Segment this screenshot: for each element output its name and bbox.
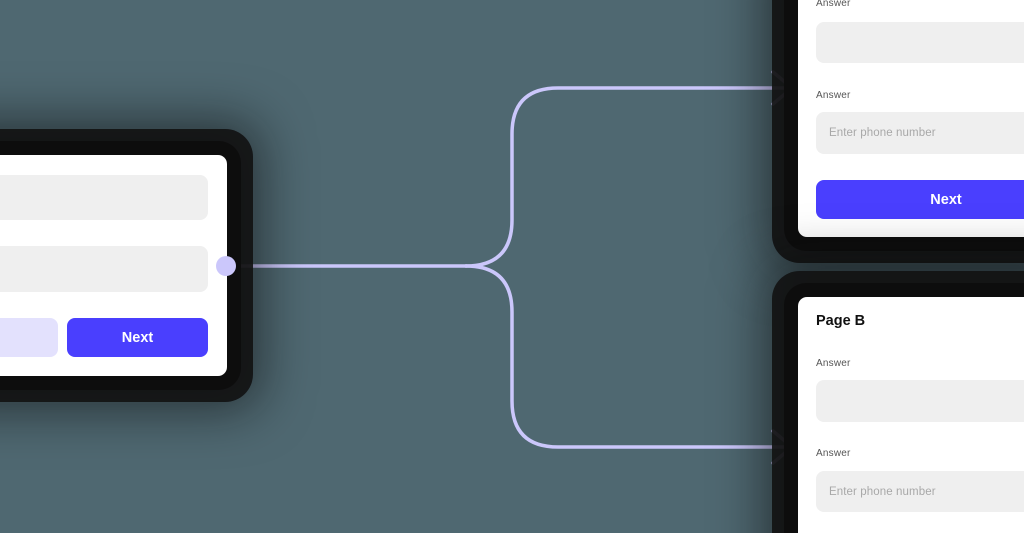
answer-label-2: Answer: [816, 448, 851, 459]
next-button[interactable]: Next: [816, 180, 1024, 219]
source-page-card: Next: [0, 155, 227, 376]
answer-input-1[interactable]: [816, 22, 1024, 63]
answer-input-2[interactable]: [0, 246, 208, 292]
phone-number-placeholder: Enter phone number: [829, 127, 936, 139]
connector-branch-bottom: [464, 264, 794, 449]
page-title: Page B: [816, 313, 866, 329]
phone-number-placeholder: Enter phone number: [829, 485, 936, 498]
arrow-right-icon: [771, 70, 794, 106]
connector-branch-top: [464, 86, 794, 268]
phone-number-input[interactable]: Enter phone number: [816, 471, 1024, 512]
arrow-right-icon: [771, 429, 794, 465]
answer-label-1: Answer: [816, 358, 851, 369]
next-button[interactable]: Next: [67, 318, 208, 357]
answer-input-1[interactable]: [0, 175, 208, 220]
back-button[interactable]: [0, 318, 58, 357]
answer-label-1: Answer: [816, 0, 851, 9]
answer-label-2: Answer: [816, 90, 851, 101]
target-page-b-card: Page B Answer Answer Enter phone number: [798, 297, 1024, 533]
connector-dot-icon[interactable]: [216, 256, 236, 276]
target-page-a-card: Answer Answer Enter phone number Next: [798, 0, 1024, 237]
answer-input-1[interactable]: [816, 380, 1024, 422]
phone-number-input[interactable]: Enter phone number: [816, 112, 1024, 154]
